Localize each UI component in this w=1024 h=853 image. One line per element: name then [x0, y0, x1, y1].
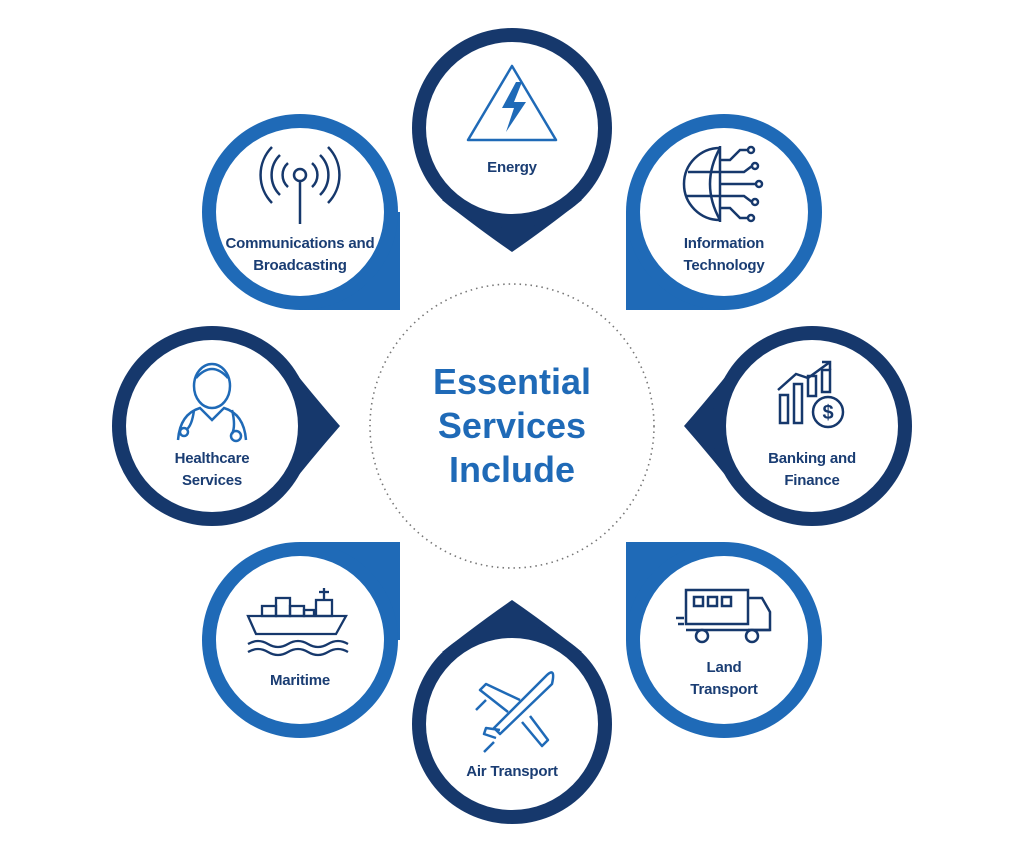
- banking-finance-label: Banking and Finance: [768, 448, 856, 492]
- center-dotted-circle: [369, 283, 655, 569]
- maritime-label-line-1: Maritime: [269, 672, 331, 689]
- energy-badge: [412, 28, 612, 252]
- land-transport-label-line-1: Land: [706, 659, 742, 676]
- information-technology-label: Information Technology: [683, 233, 764, 277]
- healthcare-services-label-line-1: Healthcare: [174, 450, 250, 467]
- communications-broadcasting-label-line-2: Broadcasting: [253, 257, 347, 274]
- land-transport-label-line-2: Transport: [690, 681, 758, 698]
- center-title: Essential Services Include: [433, 360, 591, 492]
- communications-broadcasting-label: Communications and Broadcasting: [226, 233, 375, 277]
- air-transport-label: Air Transport: [466, 761, 558, 783]
- banking-badge: [684, 326, 912, 526]
- svg-text:$: $: [822, 402, 833, 424]
- doctor-icon: [176, 362, 248, 443]
- maritime-badge: [202, 542, 400, 738]
- lightning-icon: [466, 64, 558, 142]
- airplane-icon: [475, 671, 555, 753]
- banking-finance-label-line-2: Finance: [784, 472, 840, 489]
- healthcare-services-label-line-2: Services: [181, 472, 243, 489]
- chart-dollar-icon: $: [777, 360, 845, 429]
- land-transport-badge: [626, 542, 822, 738]
- healthcare-services-label: Healthcare Services: [175, 448, 250, 492]
- information-technology-label-line-1: Information: [683, 235, 765, 252]
- antenna-icon: [259, 146, 341, 224]
- communications-broadcasting-label-line-1: Communications and: [225, 235, 375, 252]
- information-technology-label-line-2: Technology: [683, 257, 765, 274]
- center-title-line-3: Include: [448, 449, 576, 490]
- air-transport-label-line-1: Air Transport: [466, 763, 558, 780]
- information-technology-badge: [626, 114, 822, 310]
- healthcare-badge: [112, 326, 340, 526]
- energy-label: Energy: [487, 157, 537, 179]
- center-title-line-2: Services: [437, 405, 587, 446]
- cargo-ship-icon: [246, 588, 349, 657]
- truck-icon: [676, 588, 772, 644]
- globe-circuit-icon: [682, 145, 764, 223]
- center-title-line-1: Essential: [432, 361, 592, 402]
- land-transport-label: Land Transport: [690, 657, 758, 701]
- banking-finance-label-line-1: Banking and: [768, 450, 856, 467]
- maritime-label: Maritime: [270, 670, 330, 692]
- air-transport-badge: [412, 600, 612, 824]
- energy-label-line-1: Energy: [487, 159, 537, 176]
